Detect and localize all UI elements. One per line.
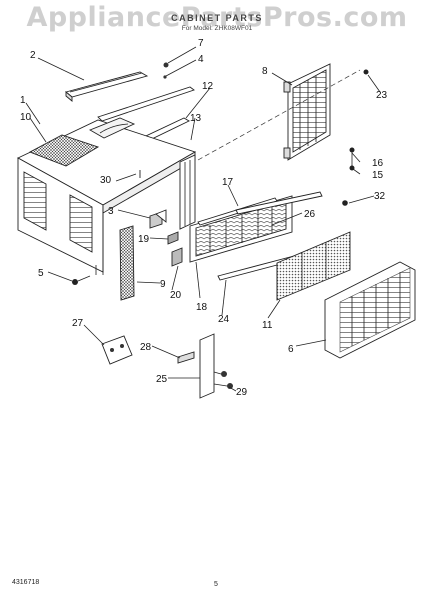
page-number: 5 <box>214 581 218 588</box>
part-29-knobs <box>213 371 233 389</box>
callout-8: 8 <box>262 66 268 77</box>
part-2-top-rail <box>65 71 149 102</box>
callout-29: 29 <box>236 387 248 398</box>
part-25-control-plate <box>199 333 215 399</box>
callout-26: 26 <box>304 209 316 220</box>
part-5-screw <box>72 275 91 285</box>
callout-18: 18 <box>196 302 208 313</box>
callout-5: 5 <box>38 268 44 279</box>
part-28-terminal <box>177 351 195 364</box>
callout-20: 20 <box>170 290 182 301</box>
part-19-clip <box>167 231 179 245</box>
watermark: AppliancePartsPros.com <box>26 2 408 33</box>
part-32-screw <box>342 200 348 206</box>
callout-30: 30 <box>100 175 112 186</box>
callout-24: 24 <box>218 314 230 325</box>
part-1-cabinet <box>17 119 197 275</box>
callout-15: 15 <box>372 170 384 181</box>
part-3-bracket <box>149 209 167 229</box>
model-subtitle: For Model: ZHK08WF01 <box>181 25 253 32</box>
callout-6: 6 <box>288 344 294 355</box>
part-10-insulation <box>28 117 136 167</box>
callout-2: 2 <box>30 50 36 61</box>
callout-1: 1 <box>20 95 26 106</box>
callout-11: 11 <box>262 320 273 331</box>
leader-lines <box>25 46 381 392</box>
part-26-strip <box>235 191 323 215</box>
callout-19: 19 <box>138 234 150 245</box>
alignment-line <box>197 69 361 161</box>
part-11-front-grille <box>276 231 351 301</box>
page-title: CABINET PARTS <box>171 13 263 23</box>
callout-13: 13 <box>190 113 202 124</box>
document-number: 4316718 <box>12 579 40 586</box>
part-9-filter <box>119 225 135 301</box>
part-4-seal-strip <box>97 75 195 122</box>
callout-9: 9 <box>160 279 166 290</box>
part-20-clip <box>171 247 183 267</box>
callout-32: 32 <box>374 191 386 202</box>
callout-27: 27 <box>72 318 84 329</box>
part-27-control-bracket <box>101 335 133 365</box>
callout-23: 23 <box>376 90 388 101</box>
callout-labels: 2 7 4 8 12 13 1 10 30 3 5 9 19 20 18 24 … <box>20 38 388 398</box>
callout-28: 28 <box>140 342 152 353</box>
callout-25: 25 <box>156 374 168 385</box>
part-6-front-panel <box>324 261 416 359</box>
part-8-rear-frame <box>283 63 331 161</box>
callout-10: 10 <box>20 112 32 123</box>
callout-4: 4 <box>198 54 204 65</box>
part-7-screw <box>163 62 169 68</box>
callout-3: 3 <box>108 206 114 217</box>
callout-12: 12 <box>202 81 214 92</box>
part-23-screw <box>363 69 369 75</box>
callout-17: 17 <box>222 177 234 188</box>
callout-7: 7 <box>198 38 204 49</box>
callout-16: 16 <box>372 158 384 169</box>
part-16-clip <box>349 147 355 168</box>
